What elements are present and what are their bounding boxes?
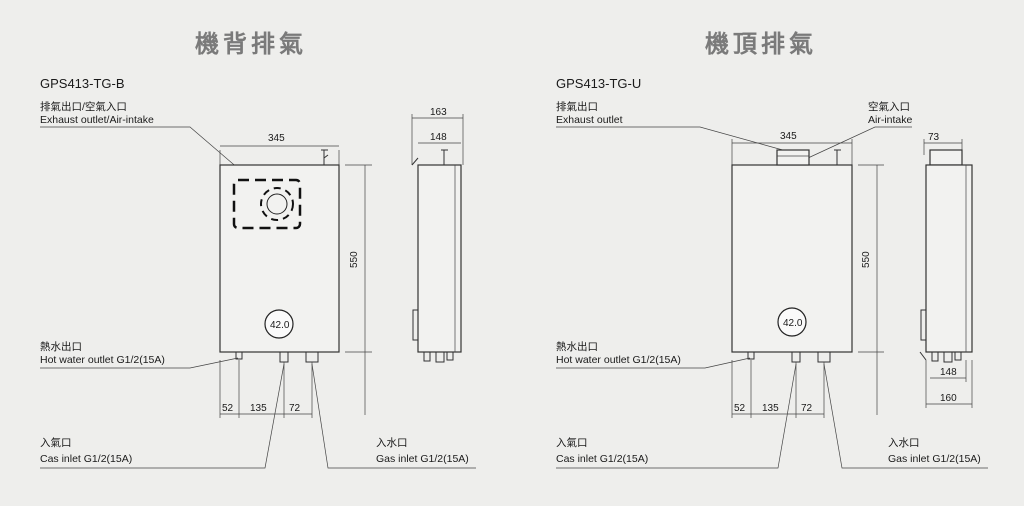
right-side-body xyxy=(925,164,973,353)
right-side-top-dim: 73 xyxy=(928,132,940,143)
left-side-dim-outer: 163 xyxy=(430,107,447,118)
right-dim-b: 135 xyxy=(762,403,779,414)
left-side-dim-inner: 148 xyxy=(430,132,447,143)
left-exhaust-circle xyxy=(260,187,294,221)
left-hotwater-cn: 熱水出口 xyxy=(40,340,82,353)
left-title: 機背排氣 xyxy=(195,30,307,58)
left-water-cn: 入水口 xyxy=(376,437,408,449)
left-gas-fitting xyxy=(279,351,289,363)
right-gas-cn: 入氣口 xyxy=(556,436,588,449)
right-model: GPS413-TG-U xyxy=(556,76,641,91)
right-gas-fitting xyxy=(791,351,801,363)
left-dim-c: 72 xyxy=(289,403,301,414)
left-width-dim: 345 xyxy=(268,133,285,144)
left-side-fitting xyxy=(435,351,445,363)
left-water-fitting xyxy=(305,351,319,363)
right-side-flue xyxy=(929,149,963,166)
right-hotwater-leader xyxy=(556,357,751,369)
right-water-fitting xyxy=(817,351,831,363)
left-hot-water-fitting xyxy=(235,351,243,360)
right-air-en: Air-intake xyxy=(868,114,913,126)
left-exhaust-frame xyxy=(232,178,302,230)
left-side-hook xyxy=(441,149,448,165)
right-gas-en: Cas inlet G1/2(15A) xyxy=(556,453,648,465)
left-side-clip xyxy=(412,309,419,341)
right-display-value: 42.0 xyxy=(783,318,803,329)
right-water-cn: 入水口 xyxy=(888,437,920,449)
right-top-hook xyxy=(834,149,841,165)
right-hot-water-fitting xyxy=(747,351,755,360)
right-water-leader xyxy=(823,363,988,469)
right-display-dial xyxy=(777,307,807,337)
right-air-leader xyxy=(807,126,912,159)
left-side-fitting xyxy=(423,351,431,362)
left-dim-b: 135 xyxy=(250,403,267,414)
right-height-dim: 550 xyxy=(861,251,872,268)
left-display-value: 42.0 xyxy=(270,320,290,331)
left-exhaust-inner xyxy=(266,193,288,215)
left-top-hook xyxy=(321,149,329,165)
left-side-body xyxy=(417,164,462,353)
right-dim-c: 72 xyxy=(801,403,813,414)
left-gas-en: Cas inlet G1/2(15A) xyxy=(40,453,132,465)
right-side-dim-outer: 160 xyxy=(940,393,957,404)
left-exhaust-en: Exhaust outlet/Air-intake xyxy=(40,114,154,126)
right-side-dim-inner: 148 xyxy=(940,367,957,378)
right-dim-a: 52 xyxy=(734,403,746,414)
right-side-clip xyxy=(920,309,927,341)
right-side-bracket xyxy=(919,351,927,361)
left-water-en: Gas inlet G1/2(15A) xyxy=(376,453,469,465)
right-side-fitting xyxy=(954,351,962,361)
left-gas-cn: 入氣口 xyxy=(40,436,72,449)
right-side-fitting xyxy=(931,351,939,362)
left-hotwater-en: Hot water outlet G1/2(15A) xyxy=(40,354,165,366)
left-display-dial xyxy=(264,309,294,339)
right-title: 機頂排氣 xyxy=(705,30,817,58)
left-side-bracket xyxy=(411,157,419,166)
right-side-fitting xyxy=(943,351,953,363)
right-exhaust-leader xyxy=(556,126,791,153)
left-gas-leader xyxy=(40,363,285,469)
right-width-dim: 345 xyxy=(780,131,797,142)
right-top-flue xyxy=(776,149,810,166)
right-gas-leader xyxy=(556,363,797,469)
left-water-leader xyxy=(311,363,476,469)
left-hotwater-leader xyxy=(40,357,239,369)
right-hotwater-cn: 熱水出口 xyxy=(556,340,598,353)
left-dim-a: 52 xyxy=(222,403,234,414)
left-exhaust-cn: 排氣出口/空氣入口 xyxy=(40,100,127,113)
right-air-cn: 空氣入口 xyxy=(868,100,910,113)
right-exhaust-cn: 排氣出口 xyxy=(556,100,598,113)
left-side-fitting xyxy=(446,351,454,361)
left-height-dim: 550 xyxy=(349,251,360,268)
right-water-en: Gas inlet G1/2(15A) xyxy=(888,453,981,465)
right-exhaust-en: Exhaust outlet xyxy=(556,114,623,126)
left-model: GPS413-TG-B xyxy=(40,76,125,91)
right-hotwater-en: Hot water outlet G1/2(15A) xyxy=(556,354,681,366)
